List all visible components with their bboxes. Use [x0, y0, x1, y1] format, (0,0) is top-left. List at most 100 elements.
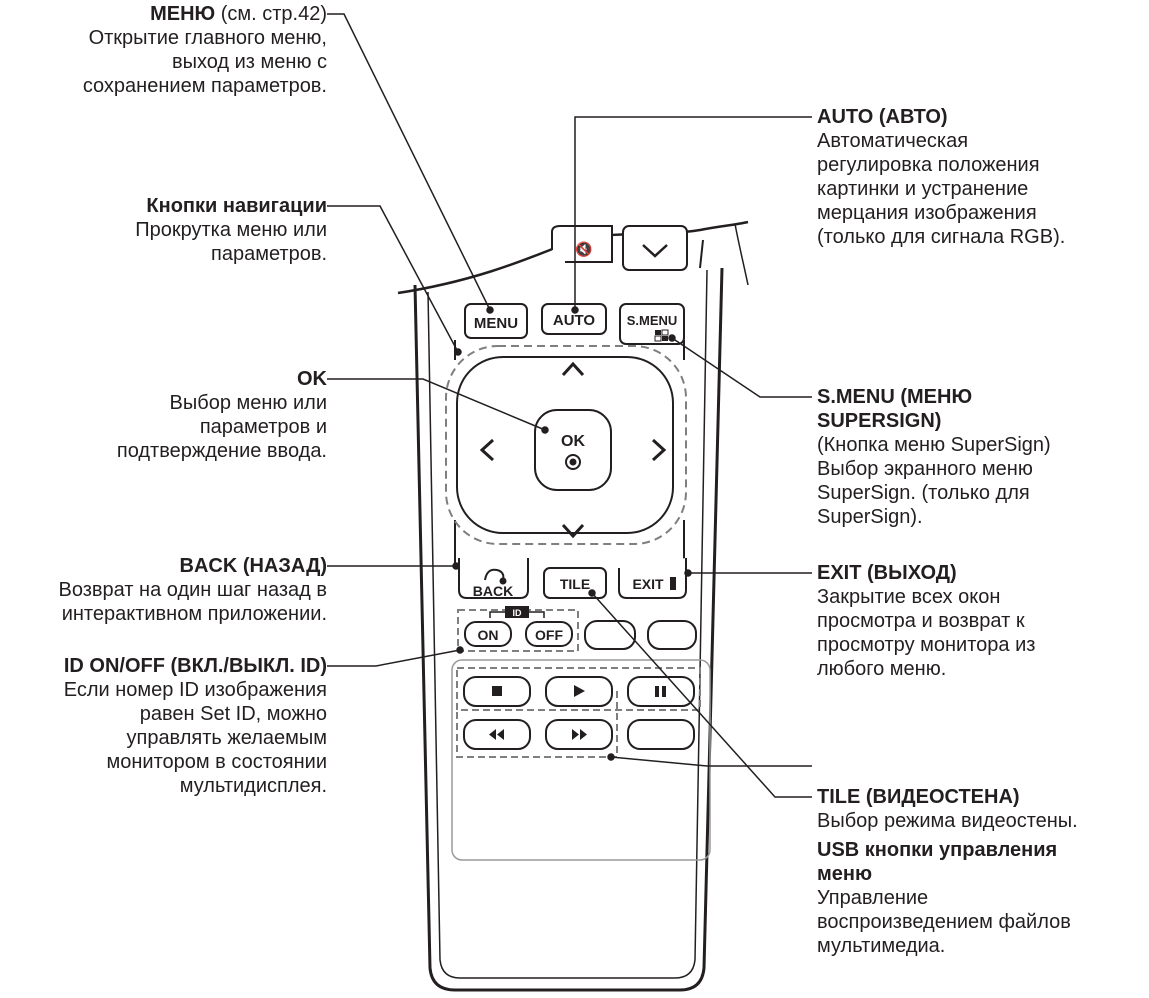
stop-button[interactable]	[463, 676, 531, 707]
leader-smenu	[671, 337, 812, 398]
ok-dot-icon	[565, 454, 581, 470]
annotation-ok: OK Выбор меню или параметров и подтвержд…	[0, 367, 327, 463]
annotation-exit-desc-1: Закрытие всех окон	[817, 586, 1001, 608]
annotation-smenu-desc-3: SuperSign. (только для	[817, 482, 1030, 504]
nav-down-icon[interactable]	[561, 523, 585, 539]
annotation-auto-title: AUTO (АВТО)	[817, 106, 948, 128]
annotation-auto-desc-3: картинки и устранение	[817, 178, 1029, 200]
annotation-smenu-title-2: SUPERSIGN)	[817, 410, 942, 432]
play-button[interactable]	[545, 676, 613, 707]
play-icon	[574, 685, 585, 697]
nav-left-icon[interactable]	[479, 438, 495, 462]
annotation-id-desc-5: мультидисплея.	[179, 775, 327, 797]
media-panel	[451, 659, 711, 861]
annotation-auto: AUTO (АВТО) Автоматическая регулировка п…	[817, 105, 1147, 249]
annotation-id: ID ON/OFF (ВКЛ./ВЫКЛ. ID) Если номер ID …	[0, 654, 327, 798]
leader-usb	[610, 756, 812, 767]
tile-button[interactable]: TILE	[543, 567, 607, 599]
id-on-button-label: ON	[478, 627, 499, 643]
annotation-usb-desc-2: воспроизведением файлов	[817, 911, 1071, 933]
remote-top-edge	[734, 223, 749, 286]
annotation-id-desc-3: управлять желаемым	[126, 727, 327, 749]
annotation-tile-desc-1: Выбор режима видеостены.	[817, 810, 1078, 832]
nav-up-icon[interactable]	[561, 361, 585, 377]
annotation-smenu: S.MENU (МЕНЮ SUPERSIGN) (Кнопка меню Sup…	[817, 385, 1147, 529]
remote-body-inner	[427, 269, 708, 979]
leader-lines	[327, 13, 812, 798]
rewind-icon	[489, 729, 504, 740]
annotation-usb: USB кнопки управления меню Управление во…	[817, 838, 1147, 958]
media-dashed-frame-lower	[456, 688, 618, 758]
supersign-icon	[654, 329, 669, 342]
rewind-button[interactable]	[463, 719, 531, 750]
annotation-id-title: ID ON/OFF (ВКЛ./ВЫКЛ. ID)	[63, 655, 327, 677]
annotation-tile: TILE (ВИДЕОСТЕНА) Выбор режима видеостен…	[817, 785, 1147, 833]
annotation-auto-desc-1: Автоматическая	[817, 130, 969, 152]
annotation-exit-desc-4: любого меню.	[817, 658, 947, 680]
smenu-button-label: S.MENU	[627, 313, 678, 328]
pause-button[interactable]	[627, 676, 695, 707]
annotation-usb-desc-1: Управление	[817, 887, 929, 909]
leader-ok	[327, 378, 546, 431]
leader-tile	[591, 592, 812, 798]
annotation-smenu-desc-4: SuperSign).	[817, 506, 923, 528]
annotation-id-desc-2: равен Set ID, можно	[139, 703, 327, 725]
remote-body-outline	[413, 267, 724, 992]
annotation-smenu-desc-1: (Кнопка меню SuperSign)	[817, 434, 1051, 456]
annotation-back-title: BACK (НАЗАД)	[179, 555, 328, 577]
annotation-back-desc-1: Возврат на один шаг назад в	[58, 579, 327, 601]
exit-button[interactable]: EXIT	[618, 558, 687, 599]
annotation-exit-desc-3: просмотру монитора из	[817, 634, 1036, 656]
auto-button[interactable]: AUTO	[541, 303, 607, 335]
annotation-ok-desc-2: параметров и	[199, 416, 327, 438]
pause-icon	[655, 686, 659, 697]
fast-forward-button[interactable]	[545, 719, 613, 750]
back-button[interactable]: BACK	[458, 558, 529, 599]
id-off-button[interactable]: OFF	[525, 621, 573, 647]
annotation-back-desc-2: интерактивном приложении.	[61, 603, 327, 625]
ok-button-label: OK	[561, 433, 585, 450]
annotation-ok-desc-1: Выбор меню или	[169, 392, 327, 414]
annotation-back: BACK (НАЗАД) Возврат на один шаг назад в…	[0, 554, 327, 626]
menu-button-label: MENU	[474, 315, 518, 332]
annotation-ok-desc-3: подтверждение ввода.	[116, 440, 327, 462]
leader-nav	[327, 205, 459, 353]
tile-button-label: TILE	[560, 576, 590, 592]
exit-door-icon	[670, 577, 676, 590]
annotation-auto-desc-2: регулировка положения	[817, 154, 1040, 176]
exit-button-label: EXIT	[632, 576, 664, 592]
partial-down-button[interactable]	[622, 225, 688, 271]
menu-button[interactable]: MENU	[464, 303, 528, 339]
nav-right-icon[interactable]	[651, 438, 667, 462]
blank-button-1[interactable]	[584, 620, 636, 650]
blank-button-3[interactable]	[627, 719, 695, 750]
annotation-ok-title: OK	[297, 368, 327, 390]
mute-icon: 🔇	[575, 241, 592, 258]
auto-button-label: AUTO	[553, 312, 596, 329]
id-on-button[interactable]: ON	[464, 621, 512, 647]
annotation-menu-title: МЕНЮ	[150, 3, 216, 25]
partial-mute-button[interactable]: 🔇	[551, 225, 613, 263]
stop-icon	[492, 686, 502, 696]
leader-menu	[327, 13, 491, 311]
blank-button-2[interactable]	[647, 620, 697, 650]
back-arrow-icon	[484, 568, 505, 581]
annotation-nav-title: Кнопки навигации	[146, 195, 327, 217]
nav-pad-dashed-frame	[445, 345, 687, 545]
ok-button[interactable]: OK	[534, 409, 612, 491]
annotation-menu-desc-3: сохранением параметров.	[82, 75, 327, 97]
media-dashed-frame	[456, 667, 701, 711]
fast-forward-icon	[572, 729, 587, 740]
annotation-menu: МЕНЮ (см. стр.42) Открытие главного меню…	[0, 2, 327, 98]
annotation-id-desc-1: Если номер ID изображения	[63, 679, 327, 701]
annotation-exit-title: EXIT (ВЫХОД)	[817, 562, 957, 584]
leader-auto	[574, 116, 812, 310]
leader-id	[327, 649, 461, 667]
annotation-tile-title: TILE (ВИДЕОСТЕНА)	[817, 786, 1020, 808]
annotation-usb-title-1: USB кнопки управления	[817, 839, 1058, 861]
smenu-button[interactable]: S.MENU	[619, 303, 685, 345]
annotation-nav-desc-1: Прокрутка меню или	[135, 219, 327, 241]
back-button-label: BACK	[473, 583, 513, 599]
annotation-menu-desc-1: Открытие главного меню,	[88, 27, 327, 49]
